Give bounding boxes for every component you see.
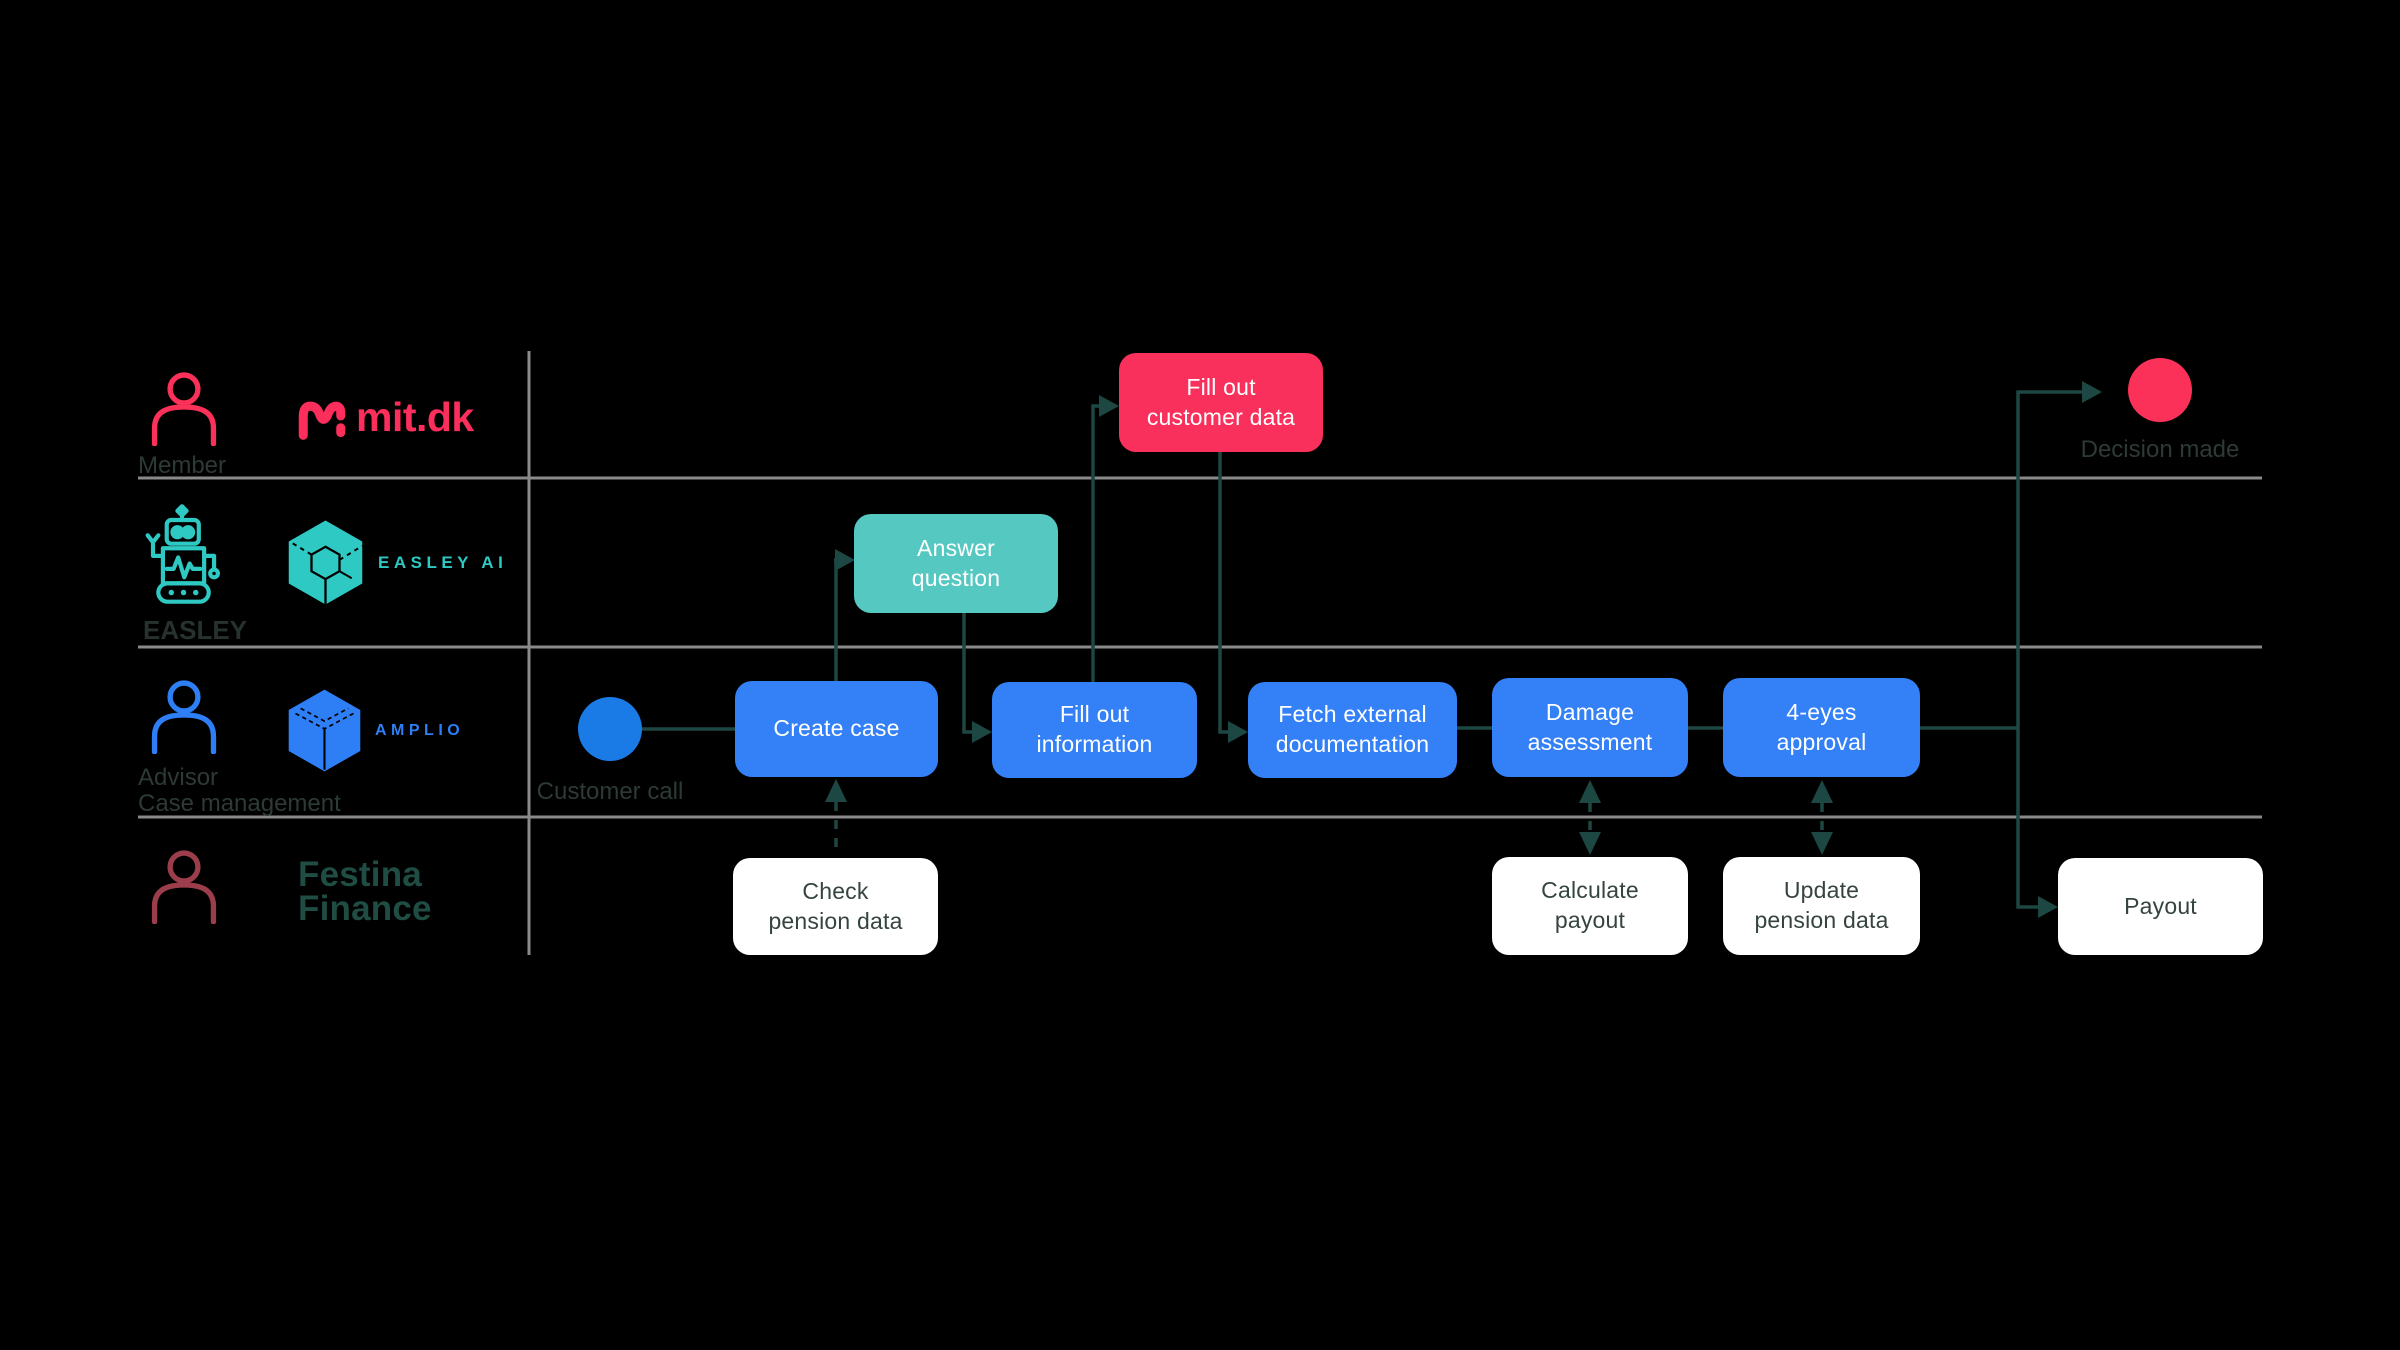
- task-label: 4-eyes approval: [1776, 698, 1867, 755]
- festina-logo-line2: Finance: [298, 889, 432, 928]
- task-fill-out-customer-data: Fill out customer data: [1119, 353, 1323, 452]
- lane-actor-advisor-line2: Case management: [138, 790, 341, 817]
- arrowhead: [1228, 721, 1248, 743]
- festina-finance-logo: Festina Finance: [298, 855, 432, 928]
- amplio-logo: AMPLIO: [287, 686, 464, 775]
- task-fill-out-information: Fill out information: [992, 682, 1197, 778]
- task-label: Calculate payout: [1541, 877, 1639, 933]
- mitdk-logo-text: mit.dk: [356, 394, 474, 440]
- mitdk-logo: mit.dk: [297, 394, 474, 441]
- start-event-customer-call: [578, 697, 642, 761]
- end-event-decision-made: [2128, 358, 2192, 422]
- flow-fill-out-customer-data-to-fetch-external-documentation: [1218, 452, 1229, 734]
- task-calculate-payout: Calculate payout: [1492, 857, 1688, 955]
- arrowhead: [835, 549, 855, 571]
- arrowhead: [2082, 381, 2102, 403]
- arrowhead-down: [1579, 832, 1601, 855]
- task-answer-question: Answer question: [854, 514, 1058, 613]
- task-label: Create case: [773, 715, 900, 742]
- decision-made-label: Decision made: [2080, 436, 2240, 463]
- person-icon: [151, 680, 217, 754]
- flow-to-payout: [2016, 728, 2039, 909]
- arrowhead-down: [1811, 832, 1833, 855]
- task-label: Fetch external documentation: [1275, 701, 1430, 757]
- task-fetch-external-documentation: Fetch external documentation: [1248, 682, 1457, 778]
- person-icon: [151, 850, 217, 924]
- task-check-pension-data: Check pension data: [733, 858, 938, 955]
- task-label: Fill out information: [1036, 701, 1153, 757]
- task-label: Answer question: [911, 534, 1001, 591]
- easley-ai-logo-text: EASLEY AI: [378, 552, 508, 572]
- task-label: Payout: [2124, 892, 2197, 919]
- flow-fill-out-information-to-fill-out-customer-data: [1091, 404, 1100, 682]
- easley-ai-logo: EASLEY AI: [287, 517, 507, 608]
- task-create-case: Create case: [735, 681, 938, 777]
- amplio-logo-text: AMPLIO: [375, 721, 465, 739]
- task-damage-assessment: Damage assessment: [1492, 678, 1688, 777]
- flow-create-case-to-answer-question: [834, 558, 838, 681]
- task-four-eyes-approval: 4-eyes approval: [1723, 678, 1920, 777]
- flow-answer-question-to-fill-out-information: [962, 613, 973, 734]
- festina-logo-line1: Festina: [298, 855, 422, 894]
- lane-actor-advisor: Advisor: [138, 764, 219, 791]
- task-label: Update pension data: [1754, 877, 1889, 933]
- task-label: Damage assessment: [1527, 698, 1653, 755]
- arrowhead-up: [825, 779, 847, 802]
- robot-icon: [145, 504, 220, 604]
- task-label: Check pension data: [768, 877, 903, 934]
- task-update-pension-data: Update pension data: [1723, 857, 1920, 955]
- flow-to-decision-made: [2016, 390, 2083, 728]
- lane-actor-member: Member: [138, 452, 227, 479]
- amplio-logo-mark: [288, 689, 361, 772]
- task-label: Fill out customer data: [1146, 373, 1296, 430]
- arrowhead: [2038, 896, 2058, 918]
- person-icon: [151, 372, 217, 446]
- lane-actor-easley: EASLEY: [143, 615, 248, 645]
- easley-ai-logo-mark: [288, 520, 363, 605]
- customer-call-label: Customer call: [536, 778, 684, 805]
- arrowhead: [972, 721, 992, 743]
- task-payout: Payout: [2058, 858, 2263, 955]
- arrowhead: [1099, 395, 1119, 417]
- arrowhead-up: [1579, 780, 1601, 803]
- arrowhead-up: [1811, 780, 1833, 803]
- mitdk-logo-mark: [298, 401, 346, 440]
